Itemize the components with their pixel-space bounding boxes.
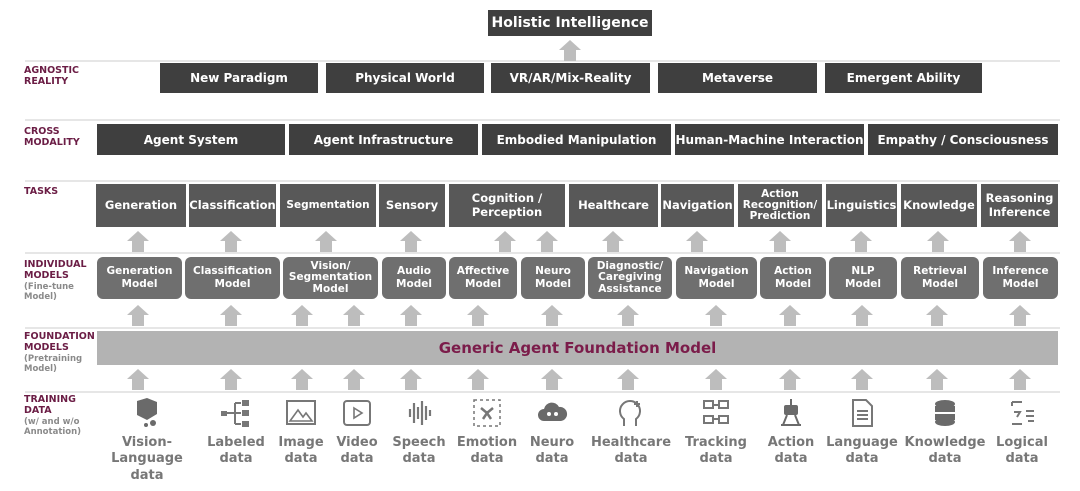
individual-model-box: Diagnostic/ Caregiving Assistance xyxy=(588,257,672,299)
training-data-item: Healthcare data xyxy=(576,395,686,468)
training-data-label: Vision-Language data xyxy=(111,435,183,483)
divider xyxy=(25,119,1060,121)
layer-label-foundation-models: FOUNDATION MODELS(Pretraining Model) xyxy=(24,331,95,374)
label-sub: (Pretraining Model) xyxy=(24,353,83,374)
cross-modality-box: Agent Infrastructure xyxy=(289,124,478,155)
task-box: Knowledge xyxy=(901,184,977,227)
training-data-item: Tracking data xyxy=(661,395,771,468)
training-data-label: Tracking data xyxy=(685,435,747,467)
robot-icon xyxy=(736,395,846,431)
label-main: INDIVIDUAL MODELS xyxy=(24,259,87,282)
individual-model-box: Action Model xyxy=(760,257,826,299)
individual-model-box: Vision/ Segmentation Model xyxy=(283,257,378,299)
tracking-icon xyxy=(661,395,771,431)
cross-modality-box: Agent System xyxy=(97,124,285,155)
cross-modality-box: Empathy / Consciousness xyxy=(868,124,1058,155)
training-data-item: Action data xyxy=(736,395,846,468)
health-head-icon xyxy=(576,395,686,431)
label-main: TRAINING DATA xyxy=(24,394,76,417)
label-main: FOUNDATION MODELS xyxy=(24,331,95,354)
holistic-intelligence-box: Holistic Intelligence xyxy=(488,10,652,36)
training-data-label: Emotion data xyxy=(456,435,518,467)
agnostic-reality-box: Emergent Ability xyxy=(825,63,982,93)
individual-model-box: Inference Model xyxy=(983,257,1058,299)
training-data-label: Knowledge data xyxy=(904,435,986,467)
divider xyxy=(25,180,1060,182)
layer-label-tasks: TASKS xyxy=(24,186,59,197)
individual-model-box: NLP Model xyxy=(829,257,897,299)
individual-model-box: Audio Model xyxy=(382,257,446,299)
training-data-item: Video data xyxy=(302,395,412,468)
layer-label-cross-modality: CROSS MODALITY xyxy=(24,126,80,149)
training-data-label: Neuro data xyxy=(529,435,575,467)
training-data-item: Vision-Language data xyxy=(92,395,202,484)
training-data-item: Language data xyxy=(807,395,917,468)
divider xyxy=(25,60,1060,62)
emotion-icon xyxy=(432,395,542,431)
training-data-item: Logical data xyxy=(967,395,1077,468)
individual-model-box: Navigation Model xyxy=(676,257,757,299)
task-box: Healthcare xyxy=(569,184,658,227)
training-data-item: Image data xyxy=(246,395,356,468)
individual-model-box: Classification Model xyxy=(185,257,280,299)
layer-label-individual-models: INDIVIDUAL MODELS(Fine-tune Model) xyxy=(24,259,87,302)
agnostic-reality-box: Metaverse xyxy=(658,63,817,93)
layer-label-agnostic-reality: AGNOSTIC REALITY xyxy=(24,65,80,88)
training-data-label: Action data xyxy=(767,435,815,467)
divider xyxy=(25,391,1060,393)
hierarchy-icon xyxy=(181,395,291,431)
cube-icon xyxy=(92,395,202,431)
task-box: Cognition / Perception xyxy=(449,184,565,227)
training-data-item: Speech data xyxy=(364,395,474,468)
label-sub: (w/ and w/o Annotation) xyxy=(24,416,82,437)
label-sub: (Fine-tune Model) xyxy=(24,281,74,302)
agnostic-reality-box: VR/AR/Mix-Reality xyxy=(491,63,650,93)
training-data-item: Neuro data xyxy=(497,395,607,468)
task-box: Generation xyxy=(96,184,186,227)
individual-model-box: Neuro Model xyxy=(521,257,585,299)
brain-cloud-icon xyxy=(497,395,607,431)
database-icon xyxy=(890,395,1000,431)
task-box: Sensory xyxy=(379,184,445,227)
training-data-label: Video data xyxy=(336,435,378,467)
divider xyxy=(25,252,1060,254)
individual-model-box: Affective Model xyxy=(449,257,517,299)
task-box: Navigation xyxy=(661,184,734,227)
divider xyxy=(25,327,1060,329)
document-icon xyxy=(807,395,917,431)
training-data-item: Labeled data xyxy=(181,395,291,468)
training-data-label: Language data xyxy=(826,435,898,467)
video-icon xyxy=(302,395,412,431)
training-data-label: Labeled data xyxy=(207,435,265,467)
agnostic-reality-box: Physical World xyxy=(326,63,484,93)
task-box: Action Recognition/ Prediction xyxy=(738,184,822,227)
foundation-model-bar: Generic Agent Foundation Model xyxy=(97,331,1058,365)
logic-icon xyxy=(967,395,1077,431)
waveform-icon xyxy=(364,395,474,431)
agnostic-reality-box: New Paradigm xyxy=(160,63,318,93)
individual-model-box: Generation Model xyxy=(97,257,182,299)
training-data-item: Emotion data xyxy=(432,395,542,468)
cross-modality-box: Embodied Manipulation xyxy=(482,124,671,155)
task-box: Classification xyxy=(189,184,276,227)
layer-label-training-data: TRAINING DATA(w/ and w/o Annotation) xyxy=(24,394,81,437)
task-box: Segmentation xyxy=(280,184,376,227)
training-data-label: Logical data xyxy=(996,435,1048,467)
task-box: Linguistics xyxy=(826,184,897,227)
image-icon xyxy=(246,395,356,431)
training-data-item: Knowledge data xyxy=(890,395,1000,468)
training-data-label: Image data xyxy=(278,435,324,467)
individual-model-box: Retrieval Model xyxy=(901,257,979,299)
training-data-label: Speech data xyxy=(392,435,446,467)
task-box: Reasoning Inference xyxy=(981,184,1058,227)
training-data-label: Healthcare data xyxy=(590,435,672,467)
cross-modality-box: Human-Machine Interaction xyxy=(675,124,864,155)
